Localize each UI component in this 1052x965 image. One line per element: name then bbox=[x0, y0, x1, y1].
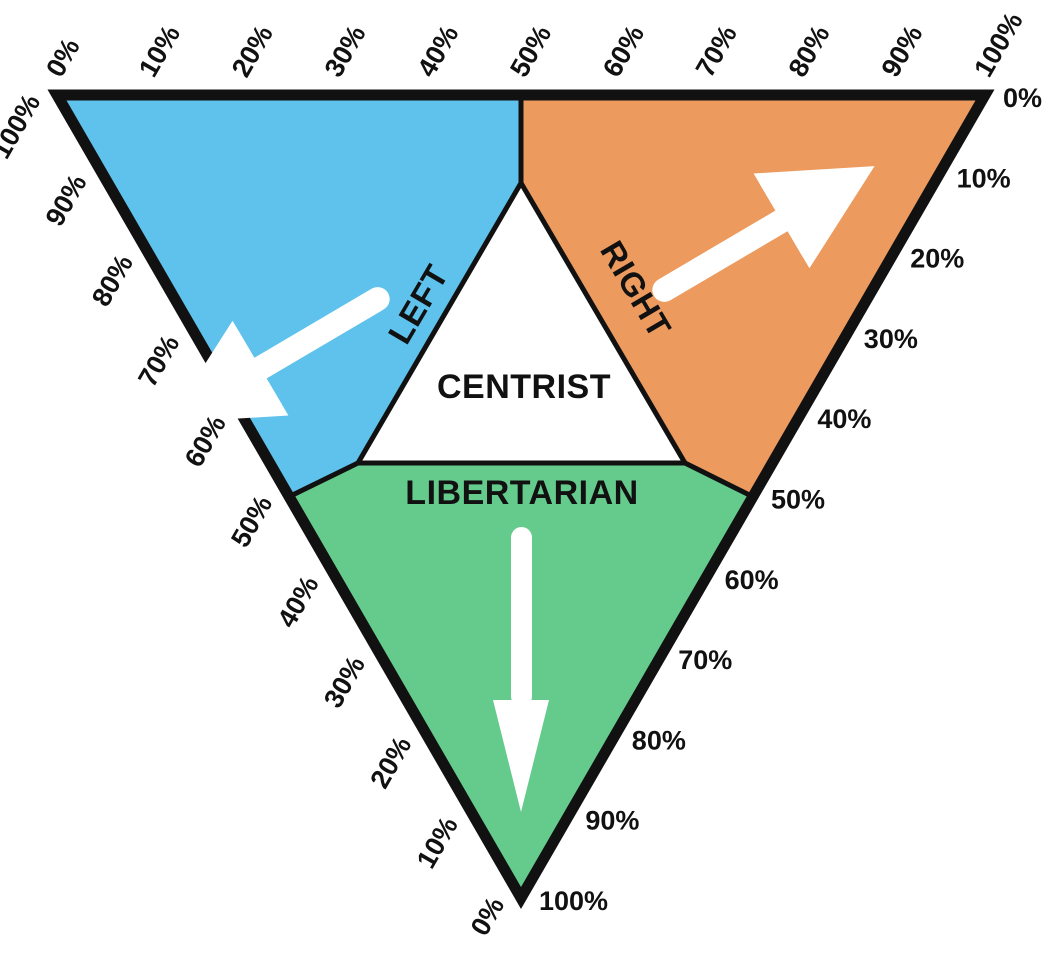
top-axis-tick-labels: 0% 10% 20% 30% 40% 50% 60% 70% 80% 90% 100% bbox=[40, 7, 1029, 82]
top-axis-tick-9: 90% bbox=[875, 20, 928, 82]
region-label-centrist: CENTRIST bbox=[437, 368, 611, 406]
right-axis-tick-3: 30% bbox=[864, 324, 918, 354]
top-axis-tick-7: 70% bbox=[690, 20, 743, 82]
divider-centrist-left bbox=[355, 181, 524, 465]
arrows-group bbox=[167, 166, 875, 812]
right-axis-tick-6: 60% bbox=[725, 565, 779, 595]
left-axis-tick-6: 40% bbox=[272, 571, 325, 633]
right-axis-tick-4: 40% bbox=[817, 404, 871, 434]
top-axis-tick-10: 100% bbox=[968, 7, 1029, 82]
right-axis-tick-labels: 0% 10% 20% 30% 40% 50% 60% 70% 80% 90% 100% bbox=[539, 83, 1042, 916]
region-label-libertarian: LIBERTARIAN bbox=[405, 474, 638, 512]
right-axis-tick-1: 10% bbox=[957, 163, 1011, 193]
left-axis-tick-2: 80% bbox=[86, 250, 139, 312]
left-arrow-icon bbox=[167, 287, 390, 423]
divider-centrist-right bbox=[518, 181, 688, 465]
region-right[interactable] bbox=[521, 95, 985, 497]
right-axis-tick-0: 0% bbox=[1003, 83, 1042, 113]
left-axis-tick-3: 70% bbox=[132, 330, 185, 392]
left-axis-tick-10: 0% bbox=[465, 892, 510, 941]
down-arrow-icon bbox=[493, 527, 549, 812]
top-axis-tick-4: 40% bbox=[411, 20, 464, 82]
right-axis-tick-7: 70% bbox=[678, 645, 732, 675]
left-axis-tick-9: 10% bbox=[411, 812, 464, 874]
right-axis-tick-8: 80% bbox=[632, 725, 686, 755]
top-axis-tick-2: 20% bbox=[226, 20, 279, 82]
right-axis-tick-10: 100% bbox=[539, 886, 608, 916]
top-axis-tick-5: 50% bbox=[504, 20, 557, 82]
top-axis-tick-1: 10% bbox=[133, 20, 186, 82]
region-left[interactable] bbox=[57, 95, 521, 497]
left-axis-tick-0: 100% bbox=[0, 89, 46, 164]
left-axis-tick-5: 50% bbox=[225, 491, 278, 553]
region-centrist[interactable] bbox=[358, 183, 685, 463]
outer-triangle-outline bbox=[47, 89, 995, 909]
top-axis-tick-3: 30% bbox=[319, 20, 372, 82]
right-axis-tick-9: 90% bbox=[585, 806, 639, 836]
right-axis-tick-2: 20% bbox=[910, 244, 964, 274]
top-axis-tick-6: 60% bbox=[597, 20, 650, 82]
top-axis-tick-8: 80% bbox=[783, 20, 836, 82]
right-arrow-icon bbox=[652, 166, 875, 302]
left-axis-tick-8: 20% bbox=[364, 731, 417, 793]
right-axis-tick-5: 50% bbox=[771, 485, 825, 515]
left-axis-tick-1: 90% bbox=[40, 169, 93, 231]
left-axis-tick-7: 30% bbox=[318, 651, 371, 713]
divider-right-spur bbox=[683, 460, 754, 499]
top-axis-tick-0: 0% bbox=[40, 33, 85, 82]
inner-divider-lines bbox=[288, 95, 754, 499]
divider-left-spur bbox=[288, 460, 360, 499]
